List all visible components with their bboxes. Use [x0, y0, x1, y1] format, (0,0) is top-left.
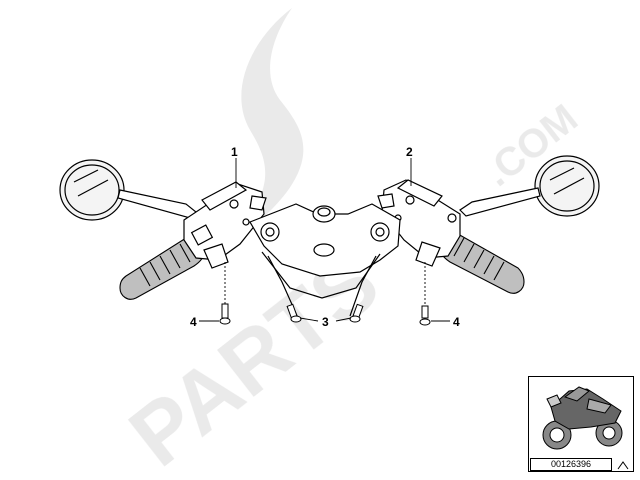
diagram-reference-number: 00126396	[530, 458, 612, 471]
callout-part-4-right: 4	[453, 315, 460, 329]
reference-thumbnail	[528, 376, 634, 472]
screw-center-right	[349, 303, 364, 323]
left-mirror	[59, 159, 197, 221]
screw-center-left	[286, 303, 302, 323]
motorcycle-thumbnail-icon	[542, 386, 623, 450]
screw-right	[419, 305, 431, 326]
left-handlebar-switch	[183, 181, 267, 269]
callout-part-2: 2	[406, 145, 413, 159]
screw-left	[219, 303, 231, 325]
right-mirror	[459, 155, 600, 217]
callout-part-4-left: 4	[190, 315, 197, 329]
leader-lines	[199, 158, 450, 322]
right-handlebar-switch	[377, 179, 461, 267]
callout-part-1: 1	[231, 145, 238, 159]
watermark-swoosh-logo	[232, 8, 304, 244]
corner-arrow-icon	[617, 461, 629, 470]
callout-part-3: 3	[322, 315, 329, 329]
handlebar-yoke	[249, 203, 401, 319]
right-handlebar-grip	[439, 232, 525, 294]
